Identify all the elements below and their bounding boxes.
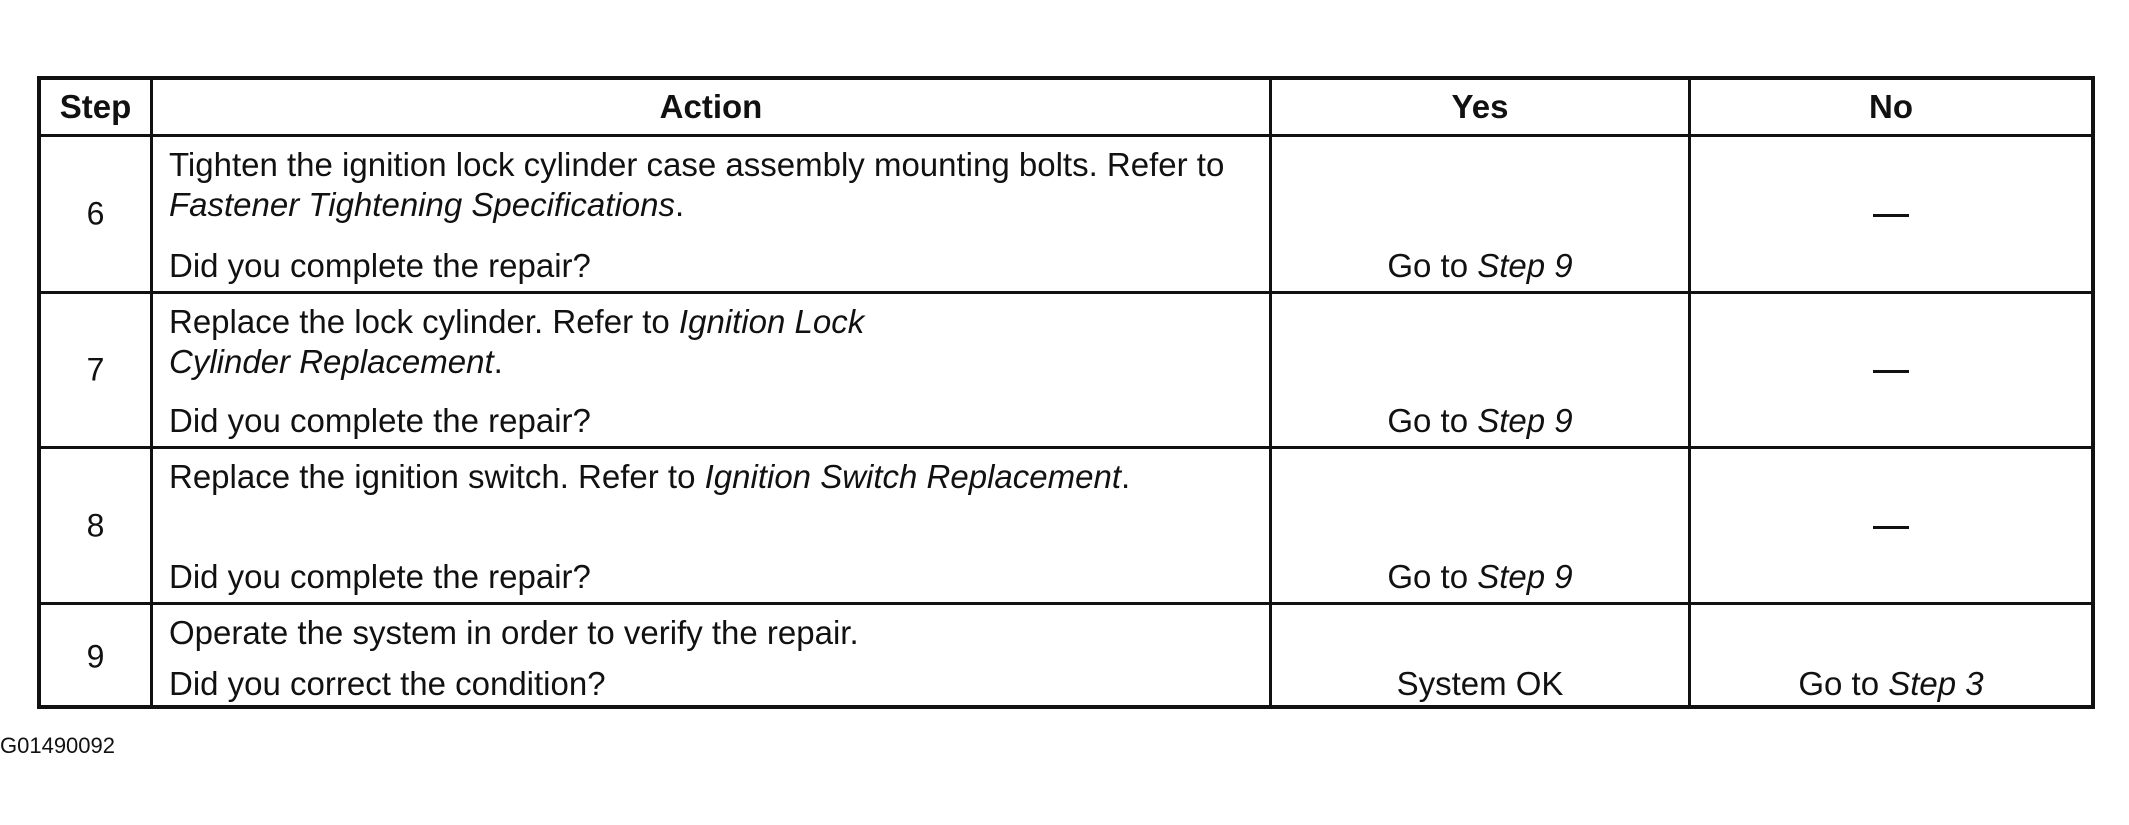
step-number: 9 (86, 638, 105, 675)
step-reference-link[interactable]: Step 9 (1477, 402, 1573, 439)
table-row: 8 Replace the ignition switch. Refer to … (41, 449, 2091, 605)
no-dash (1873, 370, 1909, 373)
action-question: Did you correct the condition? (169, 665, 606, 702)
action-text: Tighten the ignition lock cylinder case … (169, 146, 1225, 223)
table-row: 6 Tighten the ignition lock cylinder cas… (41, 137, 2091, 294)
step-reference-link[interactable]: Step 9 (1477, 558, 1573, 595)
no-dash (1873, 214, 1909, 217)
action-text: Replace the lock cylinder. Refer to Igni… (169, 303, 865, 380)
table-row: 7 Replace the lock cylinder. Refer to Ig… (41, 294, 2091, 449)
header-no: No (1869, 88, 1913, 125)
table-header-row: Step Action Yes No (41, 80, 2091, 137)
step-reference-link[interactable]: Step 3 (1888, 665, 1984, 702)
no-answer: Go to Step 3 (1798, 665, 1984, 702)
reference-link[interactable]: Ignition Lock Cylinder Replacement (169, 303, 865, 380)
header-step: Step (59, 88, 132, 125)
reference-link[interactable]: Fastener Tightening Specifications (169, 186, 675, 223)
table-row: 9 Operate the system in order to verify … (41, 605, 2091, 709)
action-question: Did you complete the repair? (169, 558, 591, 595)
step-number: 7 (86, 351, 105, 388)
action-text: Replace the ignition switch. Refer to Ig… (169, 458, 1131, 495)
diagnostic-table: Step Action Yes No 6 Tighten the ignitio… (37, 76, 2095, 709)
yes-answer: Go to Step 9 (1387, 247, 1573, 284)
action-question: Did you complete the repair? (169, 402, 591, 439)
action-question: Did you complete the repair? (169, 247, 591, 284)
no-dash (1873, 525, 1909, 529)
step-number: 6 (86, 195, 105, 232)
header-action: Action (659, 88, 763, 125)
step-reference-link[interactable]: Step 9 (1477, 247, 1573, 284)
reference-link[interactable]: Ignition Switch Replacement (704, 458, 1121, 495)
yes-answer: System OK (1396, 665, 1564, 702)
figure-id: G01490092 (0, 733, 115, 758)
yes-answer: Go to Step 9 (1387, 402, 1573, 439)
yes-answer: Go to Step 9 (1387, 558, 1573, 595)
action-text: Operate the system in order to verify th… (169, 614, 859, 651)
header-yes: Yes (1451, 88, 1509, 125)
step-number: 8 (86, 507, 105, 543)
